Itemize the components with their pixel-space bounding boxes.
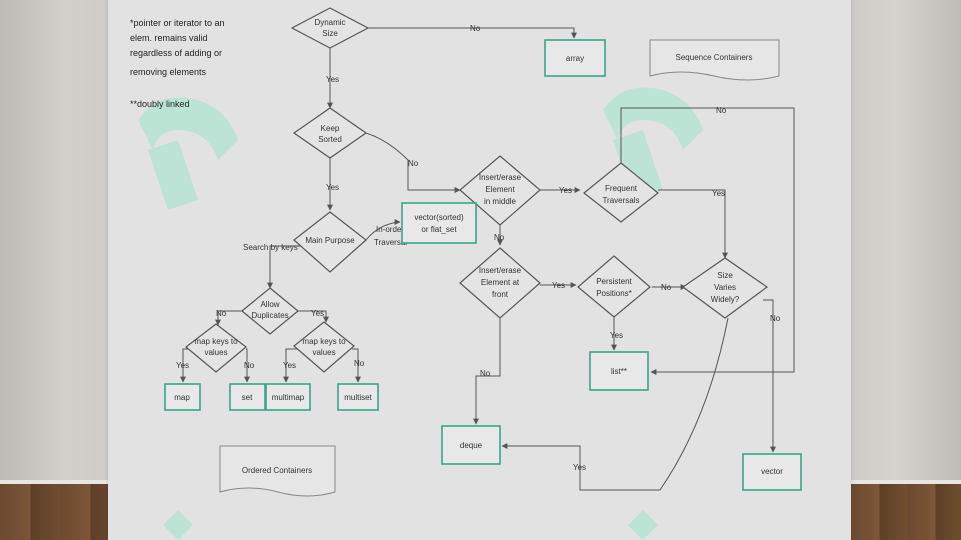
wall-right (851, 0, 961, 484)
insert-middle-line-3: in middle (484, 197, 517, 206)
baseboard-left (0, 480, 108, 484)
container-multimap: multimap (265, 383, 311, 411)
label-front-no: No (480, 369, 491, 378)
flowchart-poster: *pointer or iterator to an elem. remains… (108, 0, 851, 540)
label-traversal: Traversal (374, 238, 407, 247)
label-dynamic-yes: Yes (326, 75, 339, 84)
decision-map-keys-left: map keys to values (185, 323, 247, 373)
container-array: array (544, 39, 606, 77)
vector-sorted-line-1: vector(sorted) (414, 213, 464, 222)
vector-sorted-line-2: or flat_set (421, 225, 457, 234)
label-mapkeys-right-no: No (354, 359, 365, 368)
keep-sorted-line-1: Keep (321, 124, 340, 133)
ordered-title-banner: Ordered Containers (219, 445, 336, 497)
wood-floor-left (0, 484, 108, 540)
container-vector-label: vector (761, 467, 783, 476)
decision-insert-front: Insert/erase Element at front (459, 247, 541, 319)
persistent-positions-line-2: Positions* (596, 289, 632, 298)
container-array-label: array (566, 54, 584, 63)
label-frequent-no: No (716, 106, 727, 115)
label-search-by-keys: Search by keys (243, 243, 298, 252)
size-varies-line-1: Size (717, 271, 733, 280)
container-set-label: set (242, 393, 253, 402)
dynamic-size-line-2: Size (322, 29, 338, 38)
container-deque-label: deque (460, 441, 483, 450)
container-set: set (229, 383, 266, 411)
sequence-title: Sequence Containers (676, 53, 753, 62)
sequence-title-banner: Sequence Containers (649, 39, 780, 81)
decision-insert-middle: Insert/erase Element in middle (459, 155, 541, 226)
frequent-traversals-line-2: Traversals (602, 196, 639, 205)
container-vector-sorted: vector(sorted) or flat_set (401, 202, 477, 244)
container-map-label: map (174, 393, 190, 402)
edge-labels: No Yes Yes No In-order Traversal Search … (176, 24, 781, 472)
note-line-5: **doubly linked (130, 99, 190, 109)
flowchart-canvas: *pointer or iterator to an elem. remains… (130, 7, 802, 540)
container-deque: deque (441, 425, 501, 465)
insert-front-line-1: Insert/erase (479, 266, 522, 275)
insert-front-line-2: Element at (481, 278, 520, 287)
allow-duplicates-line-1: Allow (260, 300, 279, 309)
insert-middle-line-1: Insert/erase (479, 173, 522, 182)
container-multiset-label: multiset (344, 393, 372, 402)
main-purpose-line-1: Main Purpose (305, 236, 355, 245)
container-multimap-label: multimap (272, 393, 305, 402)
insert-front-line-3: front (492, 290, 509, 299)
note-line-2: elem. remains valid (130, 33, 208, 43)
footnotes: *pointer or iterator to an elem. remains… (130, 18, 225, 109)
size-varies-line-3: Widely? (711, 295, 740, 304)
dynamic-size-line-1: Dynamic (314, 18, 345, 27)
label-dup-yes: Yes (311, 309, 324, 318)
decision-frequent-traversals: Frequent Traversals (583, 162, 659, 223)
decision-size-varies: Size Varies Widely? (681, 257, 769, 319)
label-size-yes: Yes (573, 463, 586, 472)
decision-dynamic-size: Dynamic Size (290, 7, 370, 49)
decision-keep-sorted: Keep Sorted (292, 107, 368, 159)
note-line-1: *pointer or iterator to an (130, 18, 225, 28)
wall-left (0, 0, 108, 484)
container-vector: vector (742, 453, 802, 491)
label-frequent-yes: Yes (712, 189, 725, 198)
label-size-no: No (770, 314, 781, 323)
label-middle-no: No (494, 233, 505, 242)
decision-allow-duplicates: Allow Duplicates (241, 287, 299, 335)
map-keys-left-line-2: values (204, 348, 227, 357)
flow-edges (180, 27, 795, 491)
label-persistent-yes: Yes (610, 331, 623, 340)
label-sorted-yes: Yes (326, 183, 339, 192)
label-sorted-no: No (408, 159, 419, 168)
decision-map-keys-right: map keys to values (293, 321, 355, 373)
size-varies-line-2: Varies (714, 283, 736, 292)
watermark (138, 87, 703, 540)
label-middle-yes: Yes (559, 186, 572, 195)
map-keys-left-line-1: map keys to (194, 337, 238, 346)
container-map: map (164, 383, 201, 411)
container-list-label: list** (611, 367, 627, 376)
map-keys-right-line-2: values (312, 348, 335, 357)
container-list: list** (589, 351, 649, 391)
decision-persistent-positions: Persistent Positions* (577, 255, 651, 318)
note-line-4: removing elements (130, 67, 207, 77)
label-mapkeys-left-no: No (244, 361, 255, 370)
map-keys-right-line-1: map keys to (302, 337, 346, 346)
label-mapkeys-left-yes: Yes (176, 361, 189, 370)
label-in-order: In-order (376, 225, 404, 234)
note-line-3: regardless of adding or (130, 48, 222, 58)
container-multiset: multiset (337, 383, 379, 411)
keep-sorted-line-2: Sorted (318, 135, 342, 144)
ordered-title: Ordered Containers (242, 466, 312, 475)
decision-main-purpose: Main Purpose (293, 211, 367, 273)
wood-floor-right (851, 484, 961, 540)
persistent-positions-line-1: Persistent (596, 277, 632, 286)
baseboard-right (851, 480, 961, 484)
label-dup-no: No (216, 309, 227, 318)
label-front-yes: Yes (552, 281, 565, 290)
label-persistent-no: No (661, 283, 672, 292)
label-dynamic-no: No (470, 24, 481, 33)
insert-middle-line-2: Element (485, 185, 515, 194)
label-mapkeys-right-yes: Yes (283, 361, 296, 370)
allow-duplicates-line-2: Duplicates (251, 311, 288, 320)
frequent-traversals-line-1: Frequent (605, 184, 638, 193)
